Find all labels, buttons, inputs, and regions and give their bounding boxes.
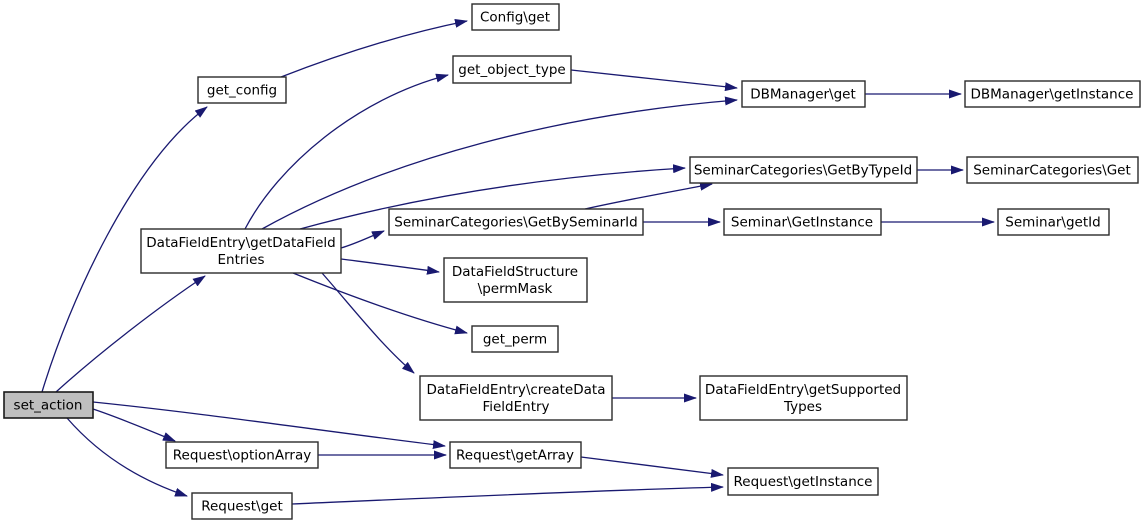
node-box bbox=[471, 325, 559, 353]
node-box bbox=[723, 208, 882, 236]
node-label: Request\getInstance bbox=[734, 474, 873, 490]
node-label-line2: Types bbox=[783, 399, 822, 415]
node-label: Seminar\GetInstance bbox=[731, 215, 873, 231]
node-label: Request\optionArray bbox=[173, 448, 311, 464]
node-label-line2: Entries bbox=[217, 252, 264, 268]
edge-getDataFieldEntries-DBManager_get bbox=[261, 96, 738, 230]
node-label: get_config bbox=[207, 83, 277, 99]
edge-getDataFieldEntries-createDataFieldEntry bbox=[321, 272, 415, 374]
edge-getDataFieldEntries-GetByTypeId bbox=[299, 164, 686, 230]
node-set_action[interactable]: set_action bbox=[3, 391, 94, 419]
node-datafieldstructure-permmask[interactable]: DataFieldStructure \permMask bbox=[443, 257, 588, 303]
node-label-line1: DataFieldEntry\getSupported bbox=[705, 382, 901, 398]
edge-set_action-getDataFieldEntries bbox=[55, 275, 206, 393]
node-label-line1: DataFieldEntry\getDataField bbox=[146, 235, 335, 251]
edges bbox=[41, 18, 995, 505]
edge-set_action-request_getArray bbox=[92, 401, 446, 450]
nodes: set_action get_config Config\get get_obj… bbox=[3, 3, 1141, 520]
node-config-get[interactable]: Config\get bbox=[471, 3, 560, 31]
edge-getArray-getInstance bbox=[580, 456, 724, 478]
node-label: Request\getArray bbox=[456, 448, 574, 464]
edge-getDataFieldEntries-GetBySeminarId bbox=[340, 230, 385, 249]
node-label: Seminar\getId bbox=[1005, 215, 1100, 231]
edge-get_object_type-DBManager_get bbox=[570, 69, 738, 92]
edge-request_get-getInstance bbox=[291, 482, 724, 505]
node-label-line1: DataFieldStructure bbox=[452, 264, 578, 280]
node-label-line1: DataFieldEntry\createData bbox=[427, 382, 606, 398]
node-label: Config\get bbox=[480, 10, 550, 26]
node-box bbox=[964, 80, 1141, 108]
node-box bbox=[140, 228, 342, 274]
node-seminar-getinstance[interactable]: Seminar\GetInstance bbox=[723, 208, 882, 236]
node-label-line2: \permMask bbox=[478, 281, 553, 297]
edge-getDataFieldEntries-get_perm bbox=[292, 272, 468, 335]
node-box bbox=[997, 208, 1110, 236]
edge-getDataFieldEntries-permMask bbox=[340, 258, 440, 275]
edge-GetBySeminarId-GetByTypeId bbox=[584, 181, 713, 210]
node-seminar-getid[interactable]: Seminar\getId bbox=[997, 208, 1110, 236]
node-request-get[interactable]: Request\get bbox=[191, 492, 293, 520]
node-box bbox=[689, 156, 918, 184]
node-box bbox=[191, 492, 293, 520]
node-label: get_object_type bbox=[458, 62, 565, 78]
node-label: Request\get bbox=[201, 499, 283, 515]
node-request-optionarray[interactable]: Request\optionArray bbox=[165, 441, 319, 469]
node-seminarcategories-get[interactable]: SeminarCategories\Get bbox=[966, 156, 1139, 184]
node-box bbox=[165, 441, 319, 469]
node-box bbox=[966, 156, 1139, 184]
node-label: SeminarCategories\GetByTypeId bbox=[694, 163, 912, 179]
node-get_object_type[interactable]: get_object_type bbox=[452, 55, 572, 84]
node-get_config[interactable]: get_config bbox=[197, 76, 287, 104]
node-box bbox=[419, 375, 613, 421]
node-label: SeminarCategories\GetBySeminarId bbox=[394, 215, 638, 231]
node-label-line2: FieldEntry bbox=[482, 399, 549, 415]
edge-set_action-get_config bbox=[41, 106, 208, 393]
node-box bbox=[449, 441, 582, 469]
node-box bbox=[443, 257, 588, 303]
node-box bbox=[741, 80, 866, 108]
edge-set_action-request_optionArray bbox=[92, 408, 176, 442]
node-seminarcategories-getbyseminarid[interactable]: SeminarCategories\GetBySeminarId bbox=[388, 208, 644, 236]
node-label: DBManager\getInstance bbox=[971, 87, 1134, 103]
node-dbmanager-getinstance[interactable]: DBManager\getInstance bbox=[964, 80, 1141, 108]
node-label: SeminarCategories\Get bbox=[973, 163, 1131, 179]
node-datafieldentry-getsupportedtypes[interactable]: DataFieldEntry\getSupported Types bbox=[699, 375, 908, 421]
node-get_perm[interactable]: get_perm bbox=[471, 325, 559, 353]
node-box bbox=[197, 76, 287, 104]
node-label: DBManager\get bbox=[750, 87, 856, 103]
edge-set_action-request_get bbox=[66, 417, 188, 497]
node-box bbox=[727, 467, 879, 496]
node-label: set_action bbox=[14, 398, 83, 414]
node-seminarcategories-getbytypeid[interactable]: SeminarCategories\GetByTypeId bbox=[689, 156, 918, 184]
node-request-getinstance[interactable]: Request\getInstance bbox=[727, 467, 879, 496]
node-datafieldentry-getdatafieldentries[interactable]: DataFieldEntry\getDataField Entries bbox=[140, 228, 342, 274]
edge-get_config-Config_get bbox=[280, 18, 468, 78]
node-datafieldentry-createdatafieldentry[interactable]: DataFieldEntry\createData FieldEntry bbox=[419, 375, 613, 421]
node-box bbox=[3, 391, 94, 419]
node-box bbox=[699, 375, 908, 421]
node-request-getarray[interactable]: Request\getArray bbox=[449, 441, 582, 469]
node-dbmanager-get[interactable]: DBManager\get bbox=[741, 80, 866, 108]
node-box bbox=[471, 3, 560, 31]
node-box bbox=[452, 55, 572, 84]
node-label: get_perm bbox=[483, 332, 547, 348]
edge-getDataFieldEntries-get_object_type bbox=[244, 73, 449, 230]
node-box bbox=[388, 208, 644, 236]
